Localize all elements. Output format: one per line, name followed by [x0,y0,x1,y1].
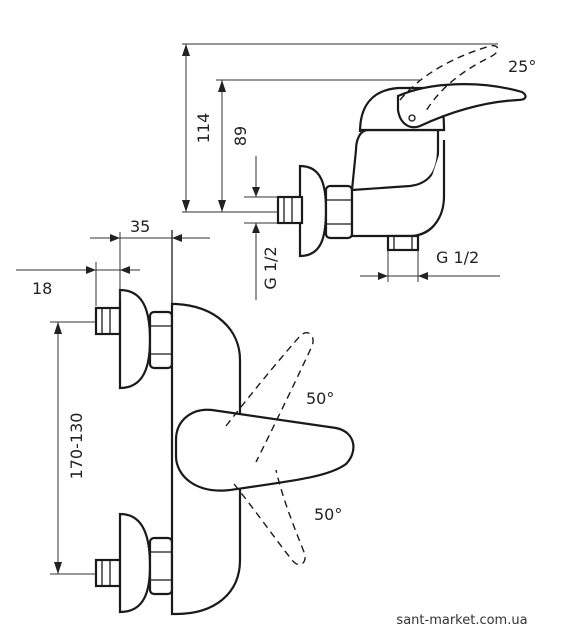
side-inlet-nipple [276,195,304,225]
side-outlet-nipple [386,234,420,252]
angle-front-up-label: 50° [306,389,334,408]
dim-170-130-label: 170-130 [67,413,86,480]
side-view: 114 89 G 1/2 G 1/2 25° [182,43,536,300]
front-bottom-nut [148,536,174,596]
front-bottom-rosette [118,512,152,614]
dim-114-label: 114 [194,113,213,144]
side-lever [396,83,527,129]
side-union-nut [324,184,354,240]
angle-front-down-label: 50° [314,505,342,524]
front-lever [174,408,355,492]
thread-left-label: G 1/2 [261,246,280,289]
thread-right-label: G 1/2 [436,248,479,267]
dim-18-label: 18 [32,279,52,298]
watermark-text: sant-market.com.ua [396,613,527,628]
front-view: 35 18 170-130 50° 50° [16,217,355,616]
front-top-nut [148,310,174,370]
front-top-inlet-nipple [94,306,122,336]
dim-89-label: 89 [231,126,250,146]
side-wall-rosette [298,164,328,258]
dim-35-label: 35 [130,217,150,236]
front-lever-down [233,469,306,566]
side-lever-raised [399,44,499,115]
front-bottom-inlet-nipple [94,558,122,588]
front-top-rosette [118,288,152,390]
angle-side-lever-label: 25° [508,57,536,76]
front-lever-up [225,332,314,463]
